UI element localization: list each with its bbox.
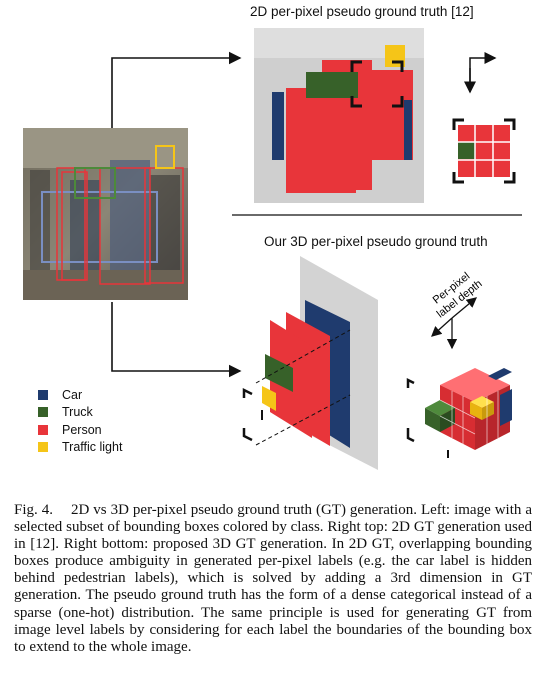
- legend-item-person: Person: [38, 421, 122, 439]
- legend-swatch-truck: [38, 407, 48, 418]
- title-2d-gt: 2D per-pixel pseudo ground truth [12]: [250, 4, 474, 19]
- legend: Car Truck Person Traffic light: [38, 386, 122, 456]
- legend-item-car: Car: [38, 386, 122, 404]
- voxel-cube-3d: [406, 368, 512, 458]
- legend-label-person: Person: [62, 422, 102, 437]
- title-3d-gt: Our 3D per-pixel pseudo ground truth: [264, 234, 488, 249]
- figure-caption: Fig. 4.2D vs 3D per-pixel pseudo ground …: [14, 502, 532, 656]
- legend-swatch-traffic-light: [38, 442, 48, 453]
- caption-text: 2D vs 3D per-pixel pseudo ground truth (…: [14, 502, 532, 655]
- zoom-arrow-icon: [469, 52, 497, 82]
- legend-label-car: Car: [62, 387, 83, 402]
- zoom-grid-2d: [452, 118, 516, 184]
- legend-label-traffic-light: Traffic light: [62, 440, 123, 455]
- arrow-to-3d: [111, 302, 242, 378]
- caption-label: Fig. 4.: [14, 502, 53, 518]
- legend-swatch-car: [38, 389, 48, 400]
- figure: Per-pixel label depth: [23, 4, 522, 470]
- gt-3d-panel: [242, 256, 378, 470]
- legend-item-truck: Truck: [38, 404, 122, 422]
- depth-axes-icon: [431, 297, 477, 350]
- figure-graphic: Per-pixel label depth: [23, 28, 522, 470]
- arrow-to-2d: [111, 51, 242, 128]
- gt-2d-panel: [254, 28, 424, 203]
- street-photo: [23, 128, 188, 300]
- legend-item-traffic-light: Traffic light: [38, 439, 122, 457]
- legend-swatch-person: [38, 424, 48, 435]
- legend-label-truck: Truck: [62, 405, 93, 420]
